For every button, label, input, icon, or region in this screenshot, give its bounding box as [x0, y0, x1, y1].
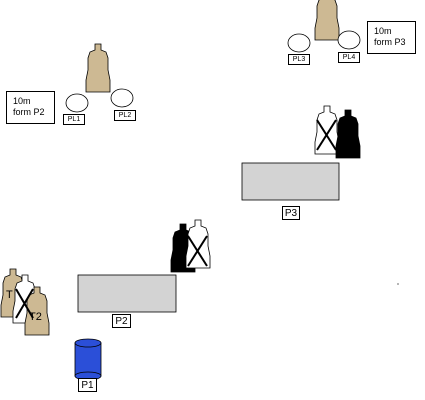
steel-plate-icon [337, 30, 361, 50]
plate-label-pl1: PL1 [63, 114, 85, 125]
barrel-icon [74, 338, 102, 381]
target-label-t: T [6, 289, 13, 301]
steel-plate-icon [65, 93, 89, 113]
position-label-p3: P3 [282, 206, 300, 220]
paper-target-icon [314, 0, 340, 41]
steel-plate-icon [110, 88, 134, 108]
paper-target-icon [335, 109, 361, 159]
no-shoot-x-icon [316, 119, 337, 151]
paper-target-icon [85, 43, 111, 93]
steel-plate-icon [287, 33, 311, 53]
note-form-p3: 10m form P3 [367, 21, 416, 54]
note-form-p2: 10m form P2 [6, 91, 55, 124]
no-shoot-x-icon [187, 235, 208, 267]
position-label-p1: P1 [78, 378, 97, 392]
no-shoot-x-icon [15, 288, 34, 319]
plate-label-pl4: PL4 [338, 52, 360, 63]
no-shoot-target-icon [185, 219, 211, 269]
shooting-position-p2-wall [77, 274, 177, 313]
plate-label-pl2: PL2 [114, 110, 136, 121]
stray-dot [397, 283, 399, 285]
target-label-t2: T2 [29, 311, 42, 323]
shooting-position-p3-wall [241, 162, 340, 201]
position-label-p2: P2 [112, 314, 131, 328]
plate-label-pl3: PL3 [288, 54, 310, 65]
